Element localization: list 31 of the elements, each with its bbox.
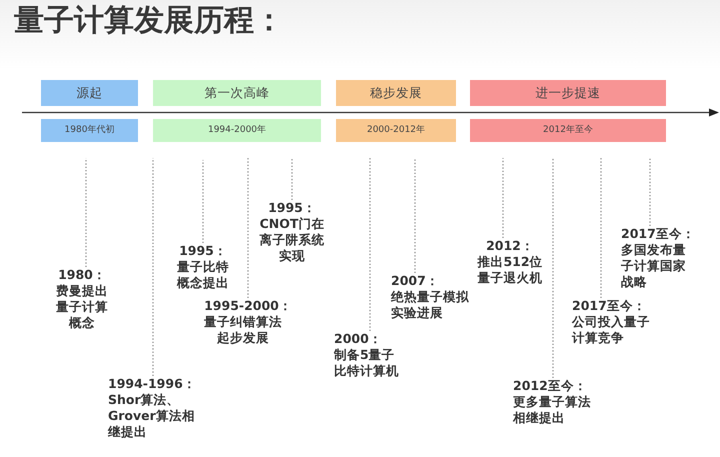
leader-line (202, 160, 204, 243)
event-text: 2012： 推出512位量子退火机 (477, 238, 543, 286)
phase-banner: 源起 (41, 80, 138, 106)
phase-banner: 第一次高峰 (153, 80, 321, 106)
leader-line (85, 158, 87, 267)
leader-line (600, 158, 602, 298)
leader-line (152, 158, 154, 376)
leader-line (414, 158, 416, 273)
period-banner: 1980年代初 (41, 119, 138, 142)
event-text: 2017至今： 多国发布量子计算国家战略 (621, 226, 695, 290)
slide-title: 量子计算发展历程： (14, 3, 284, 39)
event-text: 1994-1996： Shor算法、Grover算法相继提出 (108, 376, 198, 440)
leader-line (247, 158, 249, 298)
phase-banner: 稳步发展 (336, 80, 456, 106)
leader-line (369, 158, 371, 331)
event-text: 1995-2000： 量子纠错算法起步发展 (204, 298, 292, 346)
period-banner: 2000-2012年 (336, 119, 456, 142)
event-text: 2017至今： 公司投入量子计算竞争 (572, 298, 650, 346)
event-text: 2007： 绝热量子模拟实验进展 (391, 273, 469, 321)
leader-line (291, 158, 293, 200)
period-banner: 2012年至今 (470, 119, 666, 142)
leader-line (552, 158, 554, 378)
event-text: 1995： 量子比特概念提出 (177, 243, 229, 291)
leader-line (502, 158, 504, 238)
leader-line (649, 158, 651, 226)
event-text: 2012至今： 更多量子算法相继提出 (513, 378, 591, 426)
period-banner: 1994-2000年 (153, 119, 321, 142)
event-text: 1980： 费曼提出量子计算概念 (56, 267, 108, 331)
event-text: 2000： 制备5量子比特计算机 (334, 331, 406, 379)
event-text: 1995： CNOT门在离子阱系统实现 (259, 200, 325, 264)
phase-banner: 进一步提速 (470, 80, 666, 106)
